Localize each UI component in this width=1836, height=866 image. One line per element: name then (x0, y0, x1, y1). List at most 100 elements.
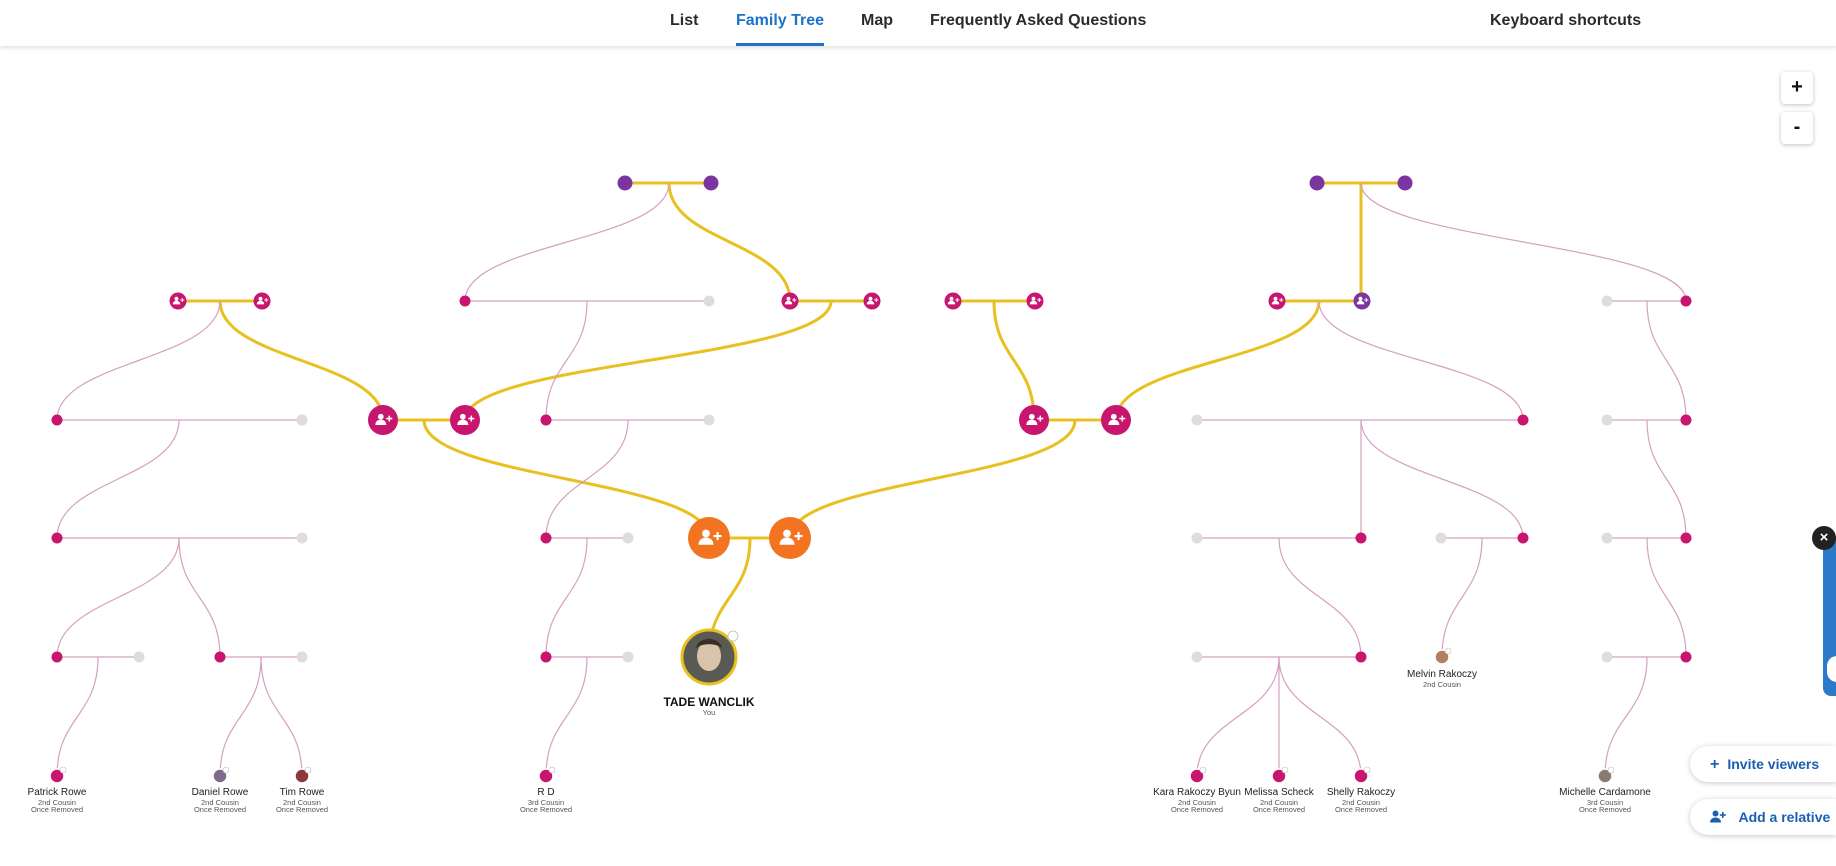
invite-viewers-button[interactable]: +Invite viewers (1690, 746, 1836, 782)
person-dot[interactable] (1397, 175, 1413, 191)
close-panel-button[interactable]: × (1812, 526, 1836, 550)
relative-name[interactable]: R D (537, 787, 555, 798)
person-dot[interactable] (1517, 414, 1529, 426)
person-dot[interactable] (214, 651, 226, 663)
add-parent-node[interactable] (1353, 292, 1371, 310)
descent-line (1360, 182, 1687, 302)
tab-list[interactable]: List (670, 12, 699, 29)
person-dot[interactable] (540, 651, 552, 663)
relative-name[interactable]: Melissa Scheck (1244, 787, 1314, 798)
relative-avatar[interactable] (212, 766, 230, 784)
descent-line (56, 656, 99, 777)
tab-map[interactable]: Map (861, 12, 893, 29)
icon-body (256, 300, 265, 305)
add-parent-node[interactable] (781, 292, 799, 310)
descent-line (1360, 419, 1524, 539)
relative-name[interactable]: Kara Rakoczy Byun (1153, 787, 1241, 798)
person-dot[interactable] (1355, 651, 1367, 663)
person-dot[interactable] (622, 532, 634, 544)
add-parent-node[interactable] (1101, 405, 1131, 435)
person-dot[interactable] (1601, 532, 1613, 544)
add-relative-button[interactable]: Add a relative (1690, 799, 1836, 835)
icon-head (258, 296, 263, 301)
relative-name[interactable]: Shelly Rakoczy (1326, 787, 1396, 798)
person-dot[interactable] (1601, 651, 1613, 663)
person-dot[interactable] (459, 295, 471, 307)
add-parent-node[interactable] (253, 292, 271, 310)
relative-name[interactable]: Tim Rowe (279, 787, 325, 798)
add-person-icon (784, 296, 797, 305)
add-parent-node[interactable] (944, 292, 962, 310)
icon-plus (1279, 298, 1284, 303)
person-dot[interactable] (1355, 532, 1367, 544)
person-dot[interactable] (540, 532, 552, 544)
person-dot[interactable] (1680, 295, 1692, 307)
descent-line (56, 419, 180, 539)
person-dot[interactable] (703, 295, 715, 307)
person-dot[interactable] (1601, 414, 1613, 426)
person-dot[interactable] (1191, 532, 1203, 544)
person-dot[interactable] (51, 651, 63, 663)
add-parent-node[interactable] (863, 292, 881, 310)
person-dot[interactable] (1601, 295, 1613, 307)
person-dot[interactable] (540, 414, 552, 426)
add-parent-node[interactable] (450, 405, 480, 435)
relative-name[interactable]: Michelle Cardamone (1559, 787, 1651, 798)
relative-avatar[interactable] (49, 766, 67, 784)
icon-plus (955, 298, 960, 303)
person-dot[interactable] (622, 651, 634, 663)
icon-plus (1364, 298, 1369, 303)
node-circle (1101, 405, 1131, 435)
descent-line (1441, 537, 1483, 658)
person-dot[interactable] (133, 651, 145, 663)
relative-name[interactable]: Daniel Rowe (191, 787, 249, 798)
person-dot[interactable] (1191, 414, 1203, 426)
relative-avatar[interactable] (1271, 766, 1289, 784)
person-dot[interactable] (51, 414, 63, 426)
add-person-icon (1026, 413, 1044, 425)
tab-family-tree[interactable]: Family Tree (736, 0, 825, 46)
relative-name[interactable]: Patrick Rowe (27, 787, 87, 798)
icon-head (377, 413, 384, 420)
person-dot[interactable] (1435, 532, 1447, 544)
add-parent-node[interactable] (1019, 405, 1049, 435)
add-parent-node[interactable] (1268, 292, 1286, 310)
person-dot[interactable] (1309, 175, 1325, 191)
relative-avatar[interactable] (294, 766, 312, 784)
person-dot[interactable] (703, 175, 719, 191)
relative-name[interactable]: Melvin Rakoczy (1406, 669, 1478, 680)
person-dot[interactable] (703, 414, 715, 426)
keyboard-shortcuts-link[interactable]: Keyboard shortcuts (1490, 12, 1642, 29)
zoom-out-button[interactable]: - (1781, 112, 1813, 144)
side-panel-handle[interactable] (1827, 656, 1836, 682)
relative-avatar[interactable] (538, 766, 556, 784)
relative-avatar[interactable] (1597, 766, 1615, 784)
add-person-icon (1356, 296, 1369, 305)
add-parent-node[interactable] (769, 517, 811, 559)
node-circle (450, 405, 480, 435)
add-parent-node[interactable] (169, 292, 187, 310)
person-dot[interactable] (1680, 532, 1692, 544)
avatar (1271, 768, 1287, 784)
person-dot[interactable] (51, 532, 63, 544)
descent-line (1646, 537, 1687, 658)
relative-avatar[interactable] (1353, 766, 1371, 784)
person-dot[interactable] (1191, 651, 1203, 663)
add-parent-node[interactable] (368, 405, 398, 435)
relative-avatar[interactable] (1434, 647, 1452, 665)
relative-avatar[interactable] (1189, 766, 1207, 784)
person-dot[interactable] (1680, 651, 1692, 663)
person-dot[interactable] (296, 651, 308, 663)
person-dot[interactable] (1517, 532, 1529, 544)
person-dot[interactable] (1680, 414, 1692, 426)
person-dot[interactable] (296, 532, 308, 544)
add-parent-node[interactable] (688, 517, 730, 559)
zoom-in-button[interactable]: + (1781, 72, 1813, 104)
person-dot[interactable] (617, 175, 633, 191)
add-person-icon (1271, 296, 1284, 305)
add-parent-node[interactable] (1026, 292, 1044, 310)
person-dot[interactable] (296, 414, 308, 426)
you-avatar[interactable] (680, 628, 739, 686)
tab-faq[interactable]: Frequently Asked Questions (930, 12, 1147, 29)
